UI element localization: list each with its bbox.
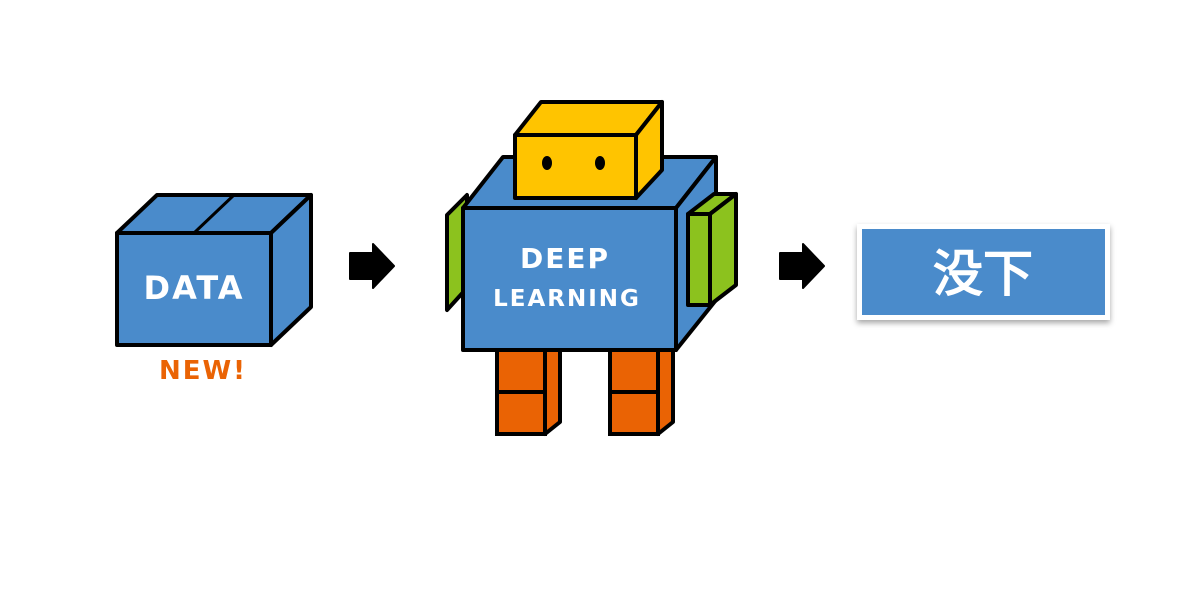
data-box-seam — [192, 193, 236, 235]
arrow-right-icon — [349, 243, 395, 289]
robot: DEEP LEARNING — [445, 100, 738, 436]
arrow-right-icon — [779, 243, 825, 289]
data-box-front — [115, 231, 273, 347]
data-box: DATA — [115, 193, 313, 347]
robot-right-arm — [686, 192, 738, 307]
robot-left-leg — [495, 335, 562, 436]
new-badge: NEW! — [159, 356, 247, 386]
robot-left-eye — [542, 156, 552, 170]
robot-label-line2: LEARNING — [493, 286, 641, 312]
robot-head — [513, 100, 664, 200]
data-label: DATA — [144, 269, 245, 307]
robot-label-line1: DEEP — [520, 242, 610, 275]
result-card: 没下 — [857, 224, 1110, 320]
result-card-fill — [862, 229, 1105, 315]
result-label: 没下 — [933, 245, 1033, 303]
robot-right-eye — [595, 156, 605, 170]
robot-body-front — [461, 206, 678, 352]
